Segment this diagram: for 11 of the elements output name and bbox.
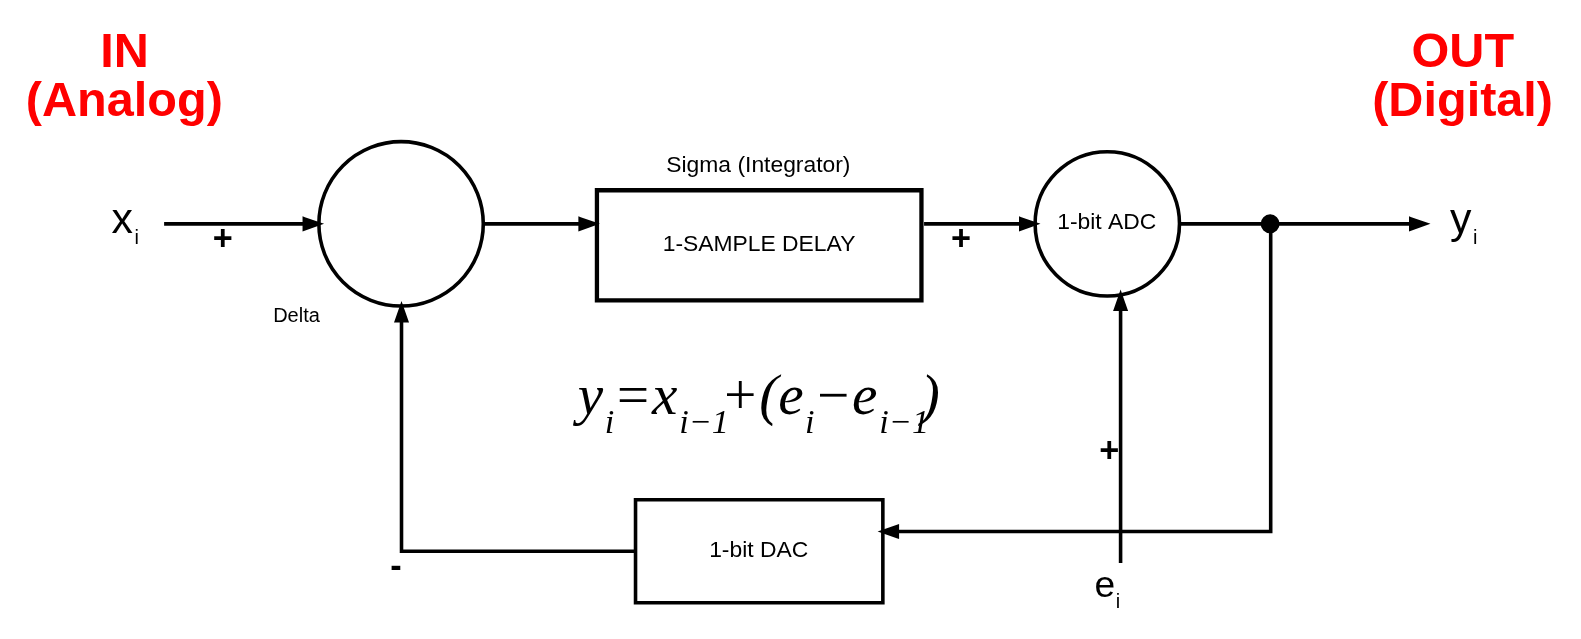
node-label: Sigma (Integrator) — [666, 150, 851, 177]
node-text: x$_{i}$ — [111, 193, 139, 248]
edge-label: + — [1099, 430, 1120, 469]
node-text: e$_{i}$ — [1094, 562, 1121, 612]
edge-label: + — [950, 218, 972, 257]
node-text: y$_{i}$ — [1450, 193, 1478, 248]
edge-label: - — [390, 545, 402, 584]
edge-label: + — [212, 218, 233, 257]
label: OUT (Digital) — [1372, 22, 1554, 125]
label: IN (Analog) — [25, 22, 223, 125]
node-label: Delta — [273, 303, 320, 326]
